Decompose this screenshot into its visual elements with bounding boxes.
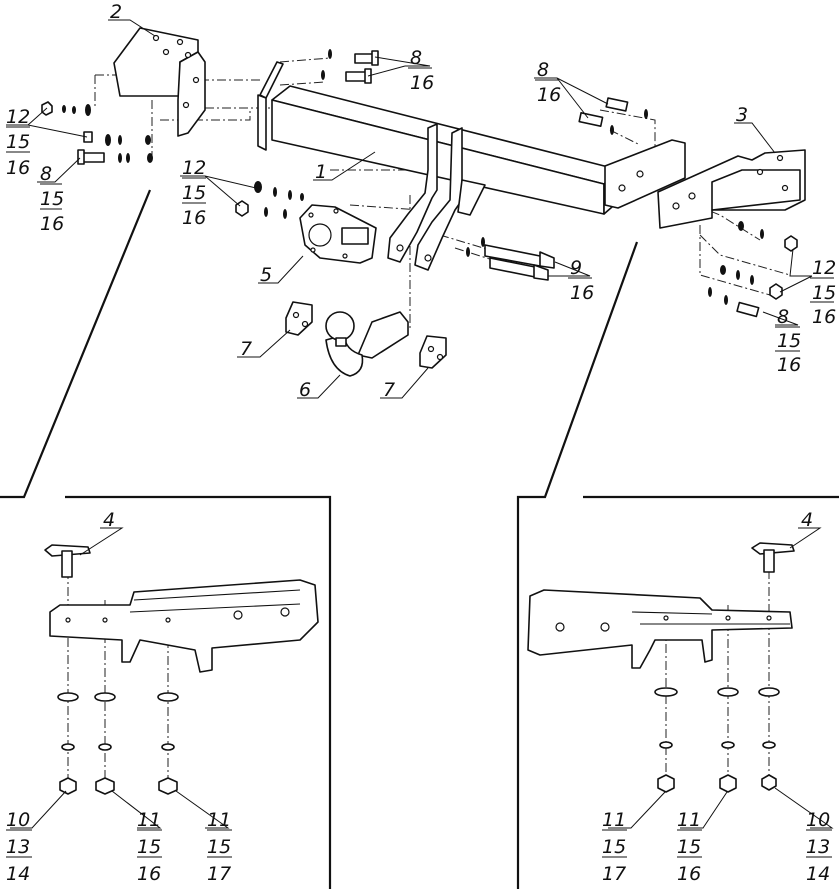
- label-16-top: 16: [410, 72, 434, 94]
- label-16-mid: 16: [182, 207, 206, 229]
- label-12-mid: 12: [182, 157, 206, 179]
- label-11-left-b: 11: [207, 809, 231, 831]
- cross-member: [257, 61, 686, 271]
- label-5: 5: [260, 264, 272, 286]
- label-12-left: 12: [6, 106, 30, 128]
- label-7-right: 7: [383, 379, 395, 401]
- label-16-right-b: 16: [777, 354, 801, 376]
- callout-underlines: [6, 67, 834, 858]
- plate-7-right: [419, 335, 447, 369]
- label-12-right: 12: [812, 257, 836, 279]
- label-15-right-c: 15: [677, 836, 701, 858]
- label-15-right-b: 15: [777, 330, 801, 352]
- label-8-left: 8: [40, 163, 52, 185]
- leader-lines: [6, 19, 834, 829]
- label-16-left: 16: [6, 157, 30, 179]
- label-14-right: 14: [806, 863, 830, 885]
- label-14-left: 14: [6, 863, 30, 885]
- label-15-right-a: 15: [602, 836, 626, 858]
- label-15-right: 15: [812, 282, 836, 304]
- label-11-left-a: 11: [137, 809, 161, 831]
- label-10-right: 10: [806, 809, 830, 831]
- label-4-left: 4: [103, 509, 115, 531]
- label-17-right: 17: [602, 863, 626, 885]
- label-17-left: 17: [207, 863, 231, 885]
- plate-7-left: [285, 301, 313, 336]
- label-8-right: 8: [777, 306, 789, 328]
- label-13-left: 13: [6, 836, 30, 858]
- tow-ball: [325, 311, 409, 377]
- label-1: 1: [315, 161, 327, 183]
- label-16-left-a: 16: [137, 863, 161, 885]
- detail-right-bracket: [527, 542, 795, 793]
- label-11-right-a: 11: [602, 809, 626, 831]
- label-15-left: 15: [6, 131, 30, 153]
- socket-plate: [299, 204, 377, 264]
- label-3: 3: [736, 104, 748, 126]
- label-15-mid: 15: [182, 182, 206, 204]
- label-15-left-c: 15: [207, 836, 231, 858]
- label-16-right: 16: [812, 306, 836, 328]
- label-16-left-b: 16: [40, 213, 64, 235]
- label-15-left-b: 15: [40, 188, 64, 210]
- label-9: 9: [570, 257, 582, 279]
- fasteners-main: [41, 49, 798, 318]
- label-13-right: 13: [806, 836, 830, 858]
- label-15-left-a: 15: [137, 836, 161, 858]
- label-16-bolt9: 16: [570, 282, 594, 304]
- callout-labels: 2 3 1 5 6 7 7 8 16 8 16 12 15 16 8 15 16…: [6, 1, 836, 885]
- label-4-right: 4: [801, 509, 813, 531]
- label-6: 6: [299, 379, 311, 401]
- label-2: 2: [110, 1, 122, 23]
- label-7-left: 7: [240, 338, 252, 360]
- detail-frames: [0, 189, 839, 889]
- left-bracket: [113, 27, 206, 137]
- label-16-right-c: 16: [677, 863, 701, 885]
- right-bracket: [657, 149, 806, 229]
- label-8-right-top: 8: [537, 59, 549, 81]
- label-8-top: 8: [410, 47, 422, 69]
- detail-left-bracket: [44, 544, 319, 795]
- label-10-left: 10: [6, 809, 30, 831]
- label-11-right-b: 11: [677, 809, 701, 831]
- label-16-right-top: 16: [537, 84, 561, 106]
